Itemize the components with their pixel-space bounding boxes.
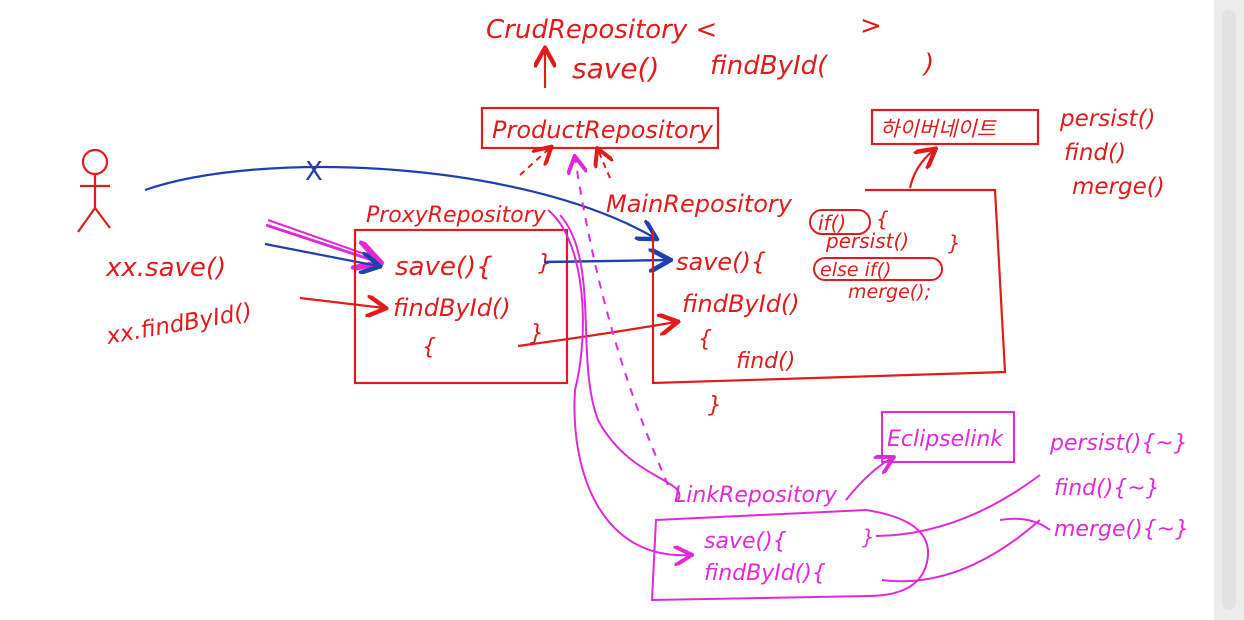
link-repository-group: LinkRepository save(){ findById(){ } bbox=[650, 474, 1051, 602]
eclipselink-box bbox=[881, 411, 1015, 463]
link-save-brace-close: } bbox=[862, 525, 875, 549]
product-repository-label: ProductRepository bbox=[492, 116, 714, 144]
find-call-arrow bbox=[299, 298, 384, 308]
main-if-condition: if() bbox=[818, 211, 846, 235]
else-if-highlight-oval bbox=[813, 257, 943, 281]
if-highlight-oval bbox=[809, 209, 871, 235]
hibernate-persist-method: persist() bbox=[1059, 106, 1156, 132]
main-else-if-condition: else if() bbox=[820, 259, 891, 281]
main-repository-title: MainRepository bbox=[606, 190, 793, 218]
main-repository-box bbox=[651, 188, 1007, 385]
proxy-repository-group: ProxyRepository save(){ } findById() { } bbox=[353, 203, 569, 385]
proxy-find-brace-close: } bbox=[530, 321, 544, 346]
proxy-to-link-curve-2 bbox=[559, 214, 681, 501]
actor-head-icon bbox=[81, 148, 109, 176]
main-implements-product-arrow bbox=[598, 150, 610, 179]
actor-right-leg-icon bbox=[94, 207, 111, 229]
crud-repository-generic-close: > bbox=[860, 11, 882, 41]
proxy-repository-title: ProxyRepository bbox=[366, 203, 547, 228]
link-find-to-find-line bbox=[881, 519, 1041, 583]
main-find-call: find() bbox=[736, 349, 795, 374]
main-uses-hibernate-arrow bbox=[908, 150, 934, 189]
diagram: CrudRepository < > save() findById( ) Pr… bbox=[77, 11, 1189, 602]
link-find-to-merge-line bbox=[999, 517, 1051, 531]
eclipselink-group: Eclipselink persist(){~} find(){~} merge… bbox=[845, 411, 1189, 542]
main-merge-call: merge(); bbox=[848, 281, 931, 303]
main-persist-close: } bbox=[948, 231, 961, 255]
main-if-brace: { bbox=[876, 207, 889, 231]
main-find-brace-close: } bbox=[708, 393, 722, 418]
main-persist-call: persist() bbox=[825, 229, 909, 253]
direct-call-crossed-arrow bbox=[144, 165, 655, 238]
hibernate-box bbox=[870, 108, 1040, 146]
link-find-by-id-method: findById(){ bbox=[704, 561, 826, 586]
crud-find-by-id-method: findById( bbox=[710, 51, 829, 81]
x-mark-icon: X bbox=[305, 157, 323, 187]
crud-repository-group: CrudRepository < > save() findById( ) bbox=[486, 11, 934, 88]
product-repository-group: ProductRepository bbox=[480, 106, 720, 179]
main-find-brace-open: { bbox=[698, 327, 712, 352]
proxy-save-close: } bbox=[538, 251, 552, 276]
scrollbar-thumb[interactable] bbox=[1222, 10, 1236, 610]
eclipselink-persist-method: persist(){~} bbox=[1049, 431, 1188, 456]
client-find-call: xx.findById() bbox=[104, 299, 255, 350]
crud-find-by-id-close: ) bbox=[922, 49, 934, 79]
main-find-by-id-method: findById() bbox=[682, 290, 800, 318]
crud-repository-title: CrudRepository < bbox=[486, 15, 717, 45]
client-actor bbox=[77, 148, 111, 233]
actor-left-leg-icon bbox=[77, 207, 96, 233]
proxy-repository-box bbox=[353, 228, 569, 385]
hibernate-label: 하이버네이트 bbox=[880, 117, 998, 141]
save-call-arrow-blue bbox=[264, 242, 378, 266]
proxy-find-by-id-method: findById() bbox=[393, 294, 511, 322]
link-uses-eclipselink-arrow bbox=[845, 458, 892, 501]
main-repository-group: MainRepository save(){ if() { persist() … bbox=[606, 188, 1007, 418]
main-save-method: save(){ bbox=[676, 248, 766, 276]
proxy-to-main-find-arrow bbox=[517, 322, 676, 348]
save-call-arrow-stroke bbox=[267, 219, 377, 259]
eclipselink-find-method: find(){~} bbox=[1054, 476, 1160, 501]
proxy-to-link-save-curve bbox=[547, 209, 690, 555]
link-save-method: save(){ bbox=[704, 529, 787, 554]
link-implements-product-arrow bbox=[575, 158, 669, 486]
eclipselink-label: Eclipselink bbox=[887, 427, 1004, 452]
proxy-to-main-save-arrow bbox=[543, 260, 668, 262]
link-repository-title: LinkRepository bbox=[674, 483, 838, 508]
eclipselink-merge-method: merge(){~} bbox=[1054, 517, 1189, 542]
proxy-find-brace-open: { bbox=[422, 335, 436, 360]
whiteboard-canvas: CrudRepository < > save() findById( ) Pr… bbox=[0, 0, 1214, 620]
link-repository-box bbox=[650, 508, 930, 602]
hibernate-merge-method: merge() bbox=[1072, 174, 1165, 200]
link-save-to-persist-line bbox=[875, 474, 1041, 537]
proxy-implements-product-arrow bbox=[519, 148, 550, 176]
client-save-call: xx.save() bbox=[105, 253, 226, 283]
hibernate-group: 하이버네이트 persist() find() merge() bbox=[870, 106, 1165, 200]
proxy-save-method: save(){ bbox=[395, 252, 493, 282]
crud-save-method: save() bbox=[572, 52, 659, 85]
hibernate-find-method: find() bbox=[1064, 140, 1126, 166]
